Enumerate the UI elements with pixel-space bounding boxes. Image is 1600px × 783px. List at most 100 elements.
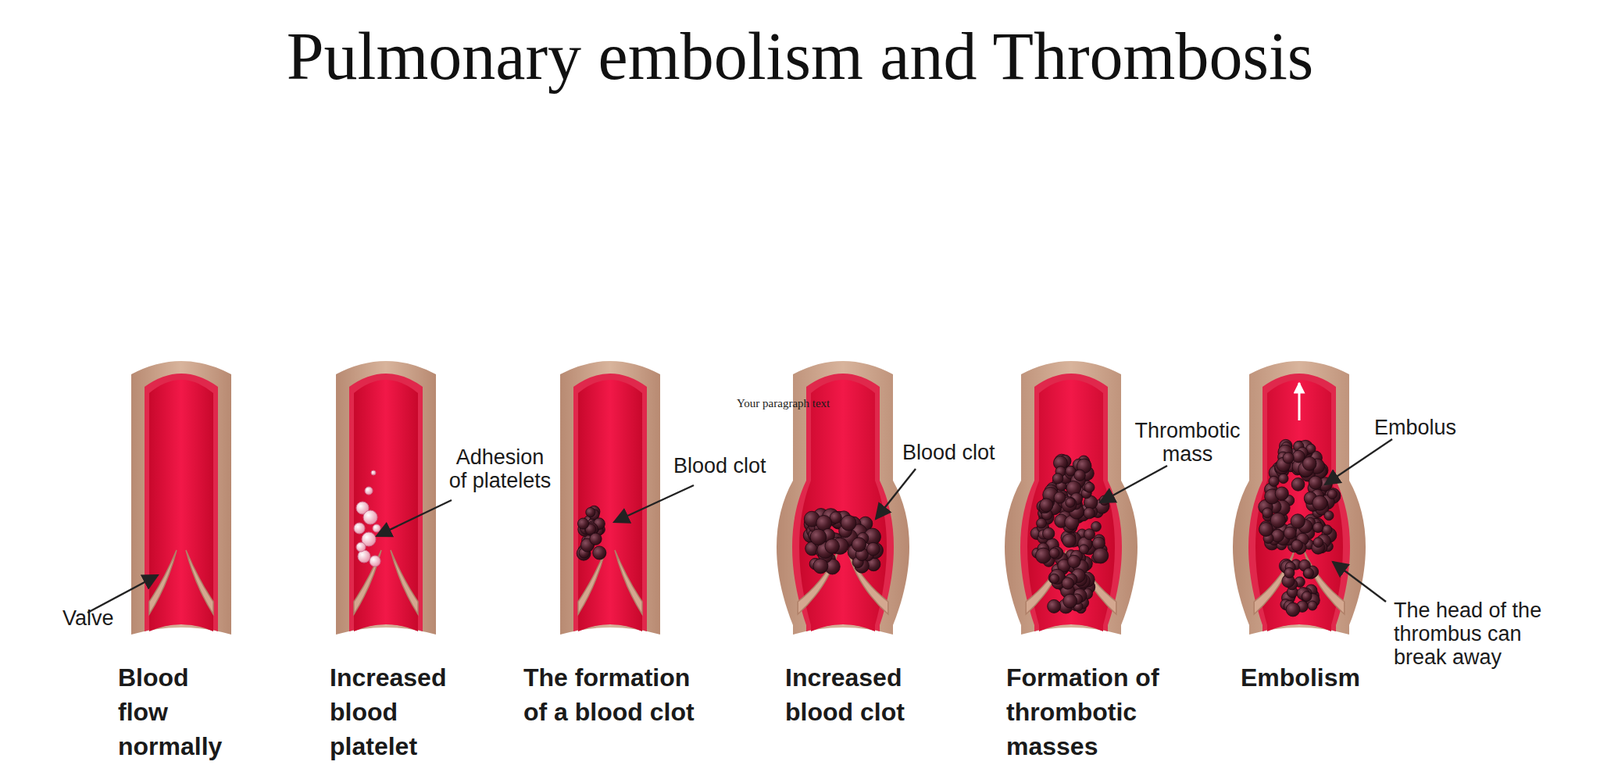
- clot-cell: [1275, 486, 1289, 500]
- blood-clot: [1278, 558, 1320, 617]
- vessel-wall: [335, 360, 436, 635]
- platelet: [372, 524, 381, 533]
- clot-cell: [1062, 533, 1076, 547]
- clot-cell: [1092, 536, 1105, 550]
- clot-cell: [1301, 591, 1312, 602]
- clot-cell: [1084, 482, 1095, 493]
- vessel-lining: [573, 373, 647, 632]
- clot-cell: [1042, 527, 1055, 540]
- clot-cell: [1278, 473, 1288, 483]
- clot-cell: [1321, 525, 1333, 536]
- platelet: [363, 510, 378, 525]
- clot-cell: [1291, 539, 1304, 552]
- platelet: [364, 486, 373, 495]
- clot-cell: [1262, 507, 1273, 518]
- clot-cell: [1053, 491, 1066, 504]
- clot-cell: [851, 537, 866, 552]
- clot-cell: [1268, 475, 1279, 486]
- leader-line: [875, 468, 916, 519]
- clot-cell: [1061, 577, 1074, 590]
- clot-cell: [1259, 522, 1274, 537]
- clot-cell: [1302, 456, 1317, 471]
- clot-cell: [1084, 528, 1096, 540]
- valve-leaflet: [353, 550, 382, 615]
- clot-cell: [1052, 473, 1063, 484]
- valve-leaflet: [614, 550, 643, 615]
- clot-cell: [1035, 547, 1052, 564]
- leader-line: [376, 500, 452, 536]
- platelet: [371, 470, 376, 475]
- leader-line: [1100, 465, 1168, 503]
- clot-cell: [1063, 593, 1078, 608]
- part-label: Blood clot: [902, 440, 996, 465]
- vessel-wall: [560, 360, 661, 635]
- clot-cell: [813, 558, 829, 574]
- part-label: Embolus: [1374, 415, 1457, 440]
- vessel-lumen: [578, 379, 643, 632]
- clot-cell: [1036, 517, 1047, 529]
- valve-leaflet: [1303, 550, 1345, 615]
- clot-cell: [1049, 547, 1060, 558]
- blood-clot: [1030, 453, 1110, 614]
- valve-leaflet: [185, 550, 214, 615]
- clot-cell: [1283, 526, 1297, 540]
- stage-caption: Embolism: [1240, 660, 1361, 695]
- part-label: Adhesion of platelets: [445, 445, 555, 493]
- clot-cell: [1270, 512, 1286, 528]
- diagram-title: Pulmonary embolism and Thrombosis: [0, 17, 1600, 96]
- blood-clot: [803, 508, 883, 575]
- clot-cell: [1308, 475, 1322, 490]
- platelets: [353, 470, 381, 567]
- vessel-lining: [144, 373, 218, 632]
- platelet: [369, 555, 381, 567]
- clot-cell: [577, 517, 589, 529]
- vessel-wall: [1004, 360, 1138, 635]
- valve-leaflet: [847, 550, 889, 615]
- vessel-lining: [1020, 373, 1122, 632]
- clot-cell: [1327, 489, 1337, 499]
- valve-leaflet: [390, 550, 418, 615]
- valve-leaflet: [149, 550, 177, 615]
- clot-cell: [1285, 602, 1300, 617]
- clot-cell: [1067, 554, 1081, 568]
- leader-line: [1325, 439, 1393, 485]
- clot-cell: [1303, 567, 1315, 579]
- vessel-lining: [349, 373, 423, 632]
- clot-cell: [1083, 507, 1095, 519]
- clot-cell: [810, 528, 827, 546]
- stage-caption: Increased blood clot: [785, 660, 942, 729]
- platelet: [357, 550, 371, 563]
- part-label: Valve: [62, 606, 115, 630]
- clot-cell: [1092, 547, 1109, 564]
- clot-cell: [1050, 573, 1060, 583]
- clot-cell: [1282, 452, 1294, 464]
- clot-cell: [840, 514, 857, 531]
- placeholder-note: Your paragraph text: [736, 396, 830, 411]
- vessel-lining: [792, 373, 894, 632]
- part-label: The head of the thrombus can break away: [1393, 598, 1550, 669]
- leader-line: [1332, 561, 1386, 602]
- clot-cell: [585, 507, 596, 517]
- clot-cell: [1284, 567, 1295, 578]
- blood-clot: [1258, 439, 1341, 554]
- stage-caption: Blood flow normally: [117, 660, 243, 764]
- vessel-lining: [1248, 373, 1350, 632]
- vessel-wall: [131, 360, 232, 635]
- clot-cell: [1065, 497, 1075, 508]
- flow-arrow: [1298, 382, 1301, 421]
- clot-cell: [1324, 510, 1334, 521]
- clot-cell: [1047, 599, 1061, 613]
- clot-cell: [1312, 495, 1328, 511]
- vessel-lumen: [353, 379, 418, 632]
- clot-cell: [1313, 537, 1324, 548]
- stage-caption: The formation of a blood clot: [523, 660, 719, 729]
- platelet: [356, 542, 366, 552]
- clot-cell: [1290, 514, 1305, 529]
- clot-cell: [866, 542, 880, 556]
- clot-cell: [825, 539, 840, 554]
- clot-cell: [1291, 478, 1305, 492]
- leader-line: [614, 485, 694, 522]
- clot-cell: [589, 532, 602, 545]
- blood-clot: [576, 505, 607, 561]
- stage-caption: Increased blood platelet: [329, 660, 455, 764]
